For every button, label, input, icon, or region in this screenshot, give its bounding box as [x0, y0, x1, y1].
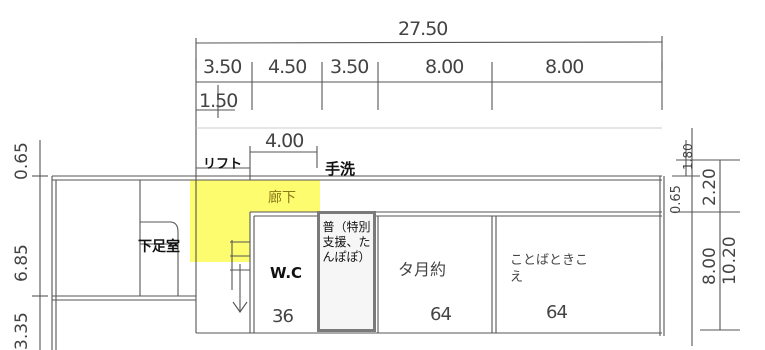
area-classroom-a: 64 — [430, 304, 452, 325]
dim-seg-2: 4.50 — [268, 56, 307, 78]
label-classroom-b: ことばときこえ — [510, 253, 589, 285]
corridor-highlight — [190, 180, 320, 212]
dim-right-small-b: 1.80 — [681, 143, 695, 170]
special-support-room: 普（特別支援、たんぽぽ） — [317, 211, 376, 332]
dim-left-2: 6.85 — [12, 244, 32, 282]
dim-sub-segment: 1.50 — [199, 90, 238, 112]
dim-seg-5: 8.00 — [545, 56, 584, 78]
dim-corridor-span: 4.00 — [265, 130, 304, 152]
lobby-highlight — [190, 212, 250, 262]
label-handwash: 手洗 — [325, 160, 356, 178]
total-dimension-line — [195, 41, 663, 44]
label-special-room: 普（特別支援、たんぽぽ） — [322, 220, 371, 264]
dim-right-1: 2.20 — [700, 168, 720, 206]
label-wc: W.C — [270, 264, 303, 282]
dim-left-1: 0.65 — [12, 142, 32, 180]
label-shoe-room: 下足室 — [138, 239, 180, 255]
dim-seg-1: 3.50 — [203, 56, 242, 78]
label-classroom-a: タ月約 — [398, 260, 447, 279]
area-wc: 36 — [272, 306, 294, 327]
label-corridor: 廊下 — [268, 190, 296, 206]
dim-right-small-a: 0.65 — [669, 185, 684, 214]
dim-seg-3: 3.50 — [330, 56, 369, 78]
area-classroom-b: 64 — [546, 302, 568, 323]
dim-total: 27.50 — [398, 18, 448, 40]
dim-right-3: 10.20 — [720, 236, 740, 285]
dim-left-3: 3.35 — [12, 312, 32, 350]
dim-right-2: 8.00 — [700, 247, 720, 285]
label-lift: リフト — [203, 157, 243, 172]
dim-seg-4: 8.00 — [425, 56, 464, 78]
